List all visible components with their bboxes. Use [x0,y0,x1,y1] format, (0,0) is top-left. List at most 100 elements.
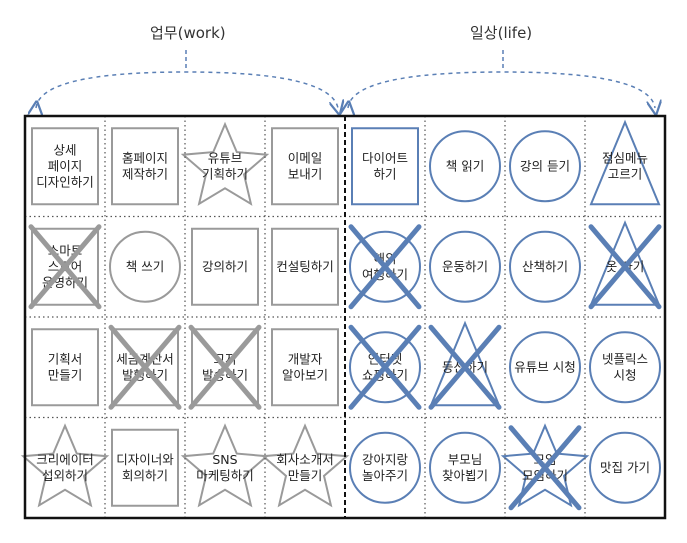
grid-cell: 등산하기 [428,320,502,410]
cell-label: 컨설팅하기 [276,259,334,274]
grid-cell: 산책하기 [509,230,581,303]
cell-circle-shape [429,431,501,504]
cross-mark [508,425,582,511]
cell-circle-shape [589,331,661,404]
grid-cell: 컨설팅하기 [271,227,339,306]
cell-square-shape [271,328,339,407]
cell-circle-shape [109,230,181,303]
cell-square-shape [351,127,419,206]
cross-mark [588,224,662,310]
cell-circle-shape [589,431,661,504]
cell-label: 책 읽기 [446,158,484,173]
grid-cell: 옷 사기 [588,220,662,310]
work-arrow [36,50,338,108]
cell-square-shape [191,328,259,407]
cell-label: 유튜브 시청 [514,359,575,374]
cell-square-shape [191,227,259,306]
cell-circle-shape [349,331,421,404]
cell-circle-shape [509,130,581,203]
cell-square-shape [31,127,99,206]
life-arrow [348,50,655,108]
cell-label: 책 쓰기 [126,259,164,274]
grid-cell: 강의 듣기 [509,130,581,203]
cell-square-shape [111,428,179,507]
cell-star-shape [20,423,110,508]
cell-star-shape [500,423,590,508]
cross-mark [188,324,262,410]
cross-mark [28,224,102,310]
cell-circle-shape [429,130,501,203]
header-life: 일상(life) [470,24,533,42]
cell-circle-shape [349,431,421,504]
cell-square-shape [271,127,339,206]
cell-triangle-shape [589,220,661,306]
grid-cell: 맛집 가기 [589,431,661,504]
cell-square-shape [111,328,179,407]
cell-triangle-shape [429,320,501,407]
grid-cell: 강의하기 [191,227,259,306]
grid-cell: 스마트스토어운영하기 [28,224,102,310]
cell-square-shape [111,127,179,206]
grid-frame [23,114,667,520]
cell-circle-shape [349,230,421,303]
cell-label: 산책하기 [522,259,568,274]
cell-square-shape [31,328,99,407]
cell-star-shape [180,423,270,508]
cell-circle-shape [509,331,581,404]
cell-label: 맛집 가기 [600,460,650,475]
grid-cell: 책 읽기 [429,130,501,203]
grid-cell: 운동하기 [429,230,501,303]
cross-mark [428,324,502,410]
cell-circle-shape [509,230,581,303]
cell-star-shape [260,423,350,508]
cross-mark [108,324,182,410]
cell-label: 강의 듣기 [520,158,570,173]
cell-label: 강의하기 [202,259,248,274]
cross-mark [348,224,422,310]
grid-cell: 책 쓰기 [109,230,181,303]
cell-label: 운동하기 [442,259,488,274]
cell-circle-shape [429,230,501,303]
cell-star-shape [180,121,270,206]
header-work: 업무(work) [150,24,226,42]
cell-square-shape [31,227,99,306]
cross-mark [348,324,422,410]
grid-cell: 유튜브 시청 [509,331,581,404]
cell-triangle-shape [589,119,661,206]
